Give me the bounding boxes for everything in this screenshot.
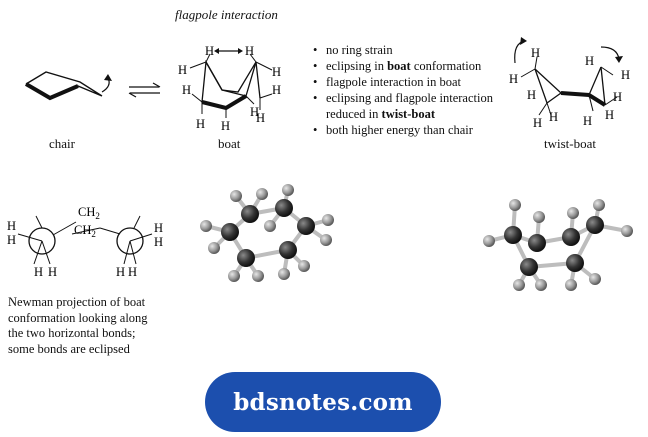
chair-structure: [24, 71, 112, 101]
atom-label: H: [221, 119, 230, 133]
atom-label: H: [178, 63, 187, 77]
atom-label: H: [128, 265, 137, 279]
atom-label: H: [48, 265, 57, 279]
flagpole-interaction-label: flagpole interaction: [175, 7, 278, 22]
bullet-item: both higher energy than chair: [313, 122, 512, 138]
atom-label: H: [527, 88, 536, 102]
bullet-item: eclipsing in boat conformation: [313, 58, 512, 74]
atom-label: H: [549, 110, 558, 124]
atom-label: H: [605, 108, 614, 122]
atom-label: H: [585, 54, 594, 68]
atom-label: H: [250, 105, 259, 119]
atom-label: H: [7, 233, 16, 247]
atom-label: H: [621, 68, 630, 82]
bullet-item: flagpole interaction in boat: [313, 74, 512, 90]
atom-label: H: [154, 235, 163, 249]
bullet-item: no ring strain: [313, 42, 512, 58]
twist-boat-label: twist-boat: [544, 136, 596, 151]
newman-projection: H H H H CH2 CH2 H H H H: [7, 205, 163, 279]
atom-label: H: [613, 90, 622, 104]
bullet-list: no ring strain eclipsing in boat conform…: [312, 42, 512, 138]
boat-label: boat: [218, 136, 241, 151]
equilibrium-arrows-icon: [128, 82, 161, 98]
ch2-label: CH2: [78, 205, 100, 221]
atom-label: H: [256, 111, 265, 125]
atom-label: H: [154, 221, 163, 235]
bullet-continuation: reduced in twist-boat: [326, 107, 435, 121]
atom-label: H: [509, 72, 518, 86]
boat-ball-stick-model: [200, 184, 334, 282]
atom-label: H: [182, 83, 191, 97]
atom-label: H: [272, 83, 281, 97]
atom-label: H: [116, 265, 125, 279]
boat-structure: H H H H H H H H H H: [178, 44, 281, 133]
twist-boat-structure: H H H H H H H H H H: [509, 37, 630, 130]
atom-label: H: [196, 117, 205, 131]
atom-label: H: [34, 265, 43, 279]
atom-label: H: [245, 44, 254, 58]
ch2-label: CH2: [74, 223, 96, 239]
chair-label: chair: [49, 136, 75, 151]
atom-label: H: [531, 46, 540, 60]
atom-label: H: [7, 219, 16, 233]
newman-caption: Newman projection of boat conformation l…: [8, 295, 148, 356]
twist-boat-ball-stick-model: [483, 199, 633, 291]
atom-label: H: [533, 116, 542, 130]
bullet-item: eclipsing and flagpole interaction: [313, 90, 512, 106]
brand-pill[interactable]: bdsnotes.com: [205, 372, 441, 432]
atom-label: H: [583, 114, 592, 128]
atom-label: H: [205, 44, 214, 58]
atom-label: H: [272, 65, 281, 79]
